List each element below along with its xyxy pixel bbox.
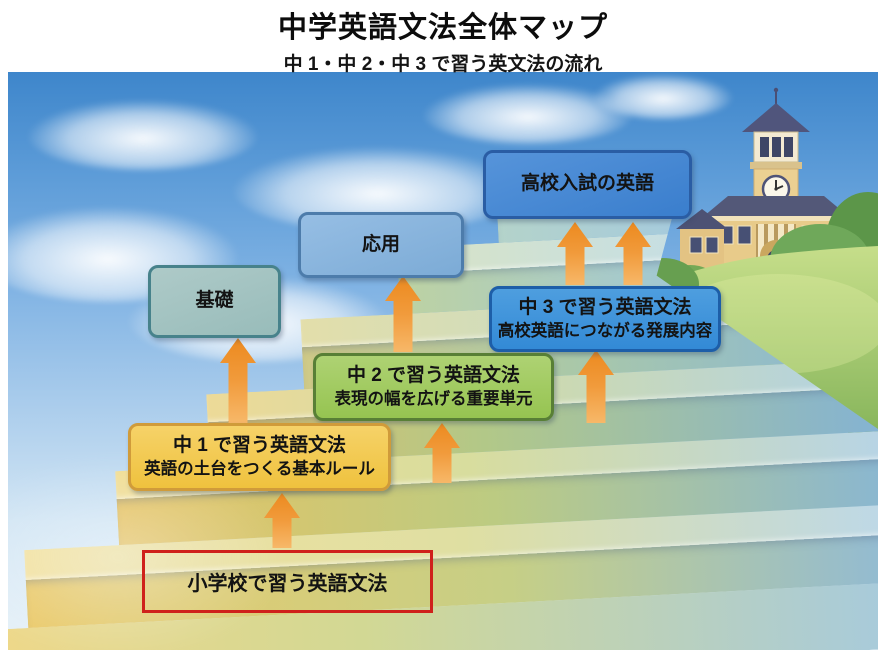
cloud [593, 74, 733, 119]
box-label: 基礎 [195, 290, 234, 312]
box-elementary-highlight: 小学校で習う英語文法 [142, 550, 433, 613]
page-subtitle: 中 1・中 2・中 3 で習う英文法の流れ [283, 54, 603, 75]
box-highschool-exam: 高校入試の英語 [483, 150, 692, 219]
box-label: 中 3 で習う英語文法 [518, 297, 692, 319]
box-grade3: 中 3 で習う英語文法 高校英語につながる発展内容 [489, 286, 721, 352]
box-label: 高校入試の英語 [520, 173, 654, 195]
staircase-illustration: 高校入試の英語 応用 基礎 中 3 で習う英語文法 高校英語につながる発展内容 … [8, 72, 878, 650]
box-sublabel: 英語の土台をつくる基本ルール [144, 460, 375, 479]
box-sublabel: 高校英語につながる発展内容 [497, 322, 713, 341]
box-sublabel: 表現の幅を広げる重要単元 [334, 390, 533, 409]
box-label: 中 1 で習う英語文法 [172, 435, 347, 457]
box-grade2: 中 2 で習う英語文法 表現の幅を広げる重要単元 [313, 353, 554, 421]
box-advanced: 応用 [298, 212, 464, 278]
header: 中学英語文法全体マップ 中 1・中 2・中 3 で習う英文法の流れ [0, 0, 886, 75]
cloud [28, 100, 258, 170]
page-title: 中学英語文法全体マップ [277, 12, 608, 44]
box-label: 応用 [361, 233, 400, 255]
box-grade1: 中 1 で習う英語文法 英語の土台をつくる基本ルール [128, 423, 391, 491]
box-basics: 基礎 [148, 265, 281, 338]
box-label: 小学校で習う英語文法 [187, 573, 388, 595]
box-label: 中 2 で習う英語文法 [346, 365, 521, 387]
